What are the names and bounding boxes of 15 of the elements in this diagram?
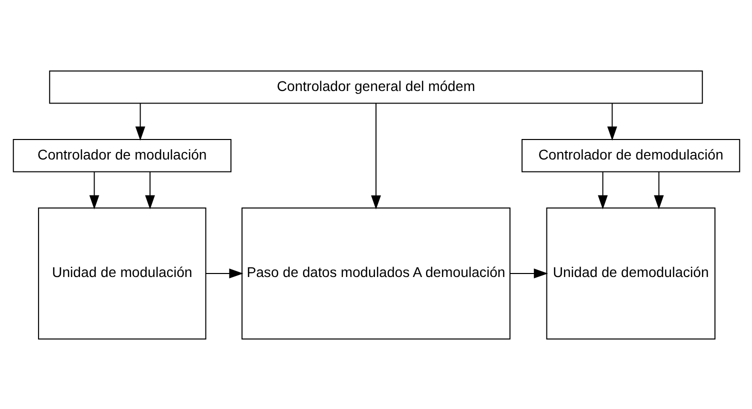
arrow <box>134 102 145 140</box>
arrow <box>597 172 608 209</box>
arrow <box>205 268 243 278</box>
arrow <box>653 172 664 209</box>
arrow <box>510 268 548 278</box>
node-box: Unidad de demodulación <box>546 207 715 339</box>
arrow <box>144 172 154 209</box>
node-box: Controlador general del módem <box>48 70 702 104</box>
node-box: Paso de datos modulados A demoulación <box>241 207 510 339</box>
arrow <box>370 102 380 210</box>
node-box: Controlador de modulación <box>12 138 231 172</box>
node-box: Controlador de demodulación <box>521 138 740 172</box>
arrow <box>606 102 617 140</box>
arrow <box>88 172 99 209</box>
node-box: Unidad de modulación <box>38 207 206 339</box>
